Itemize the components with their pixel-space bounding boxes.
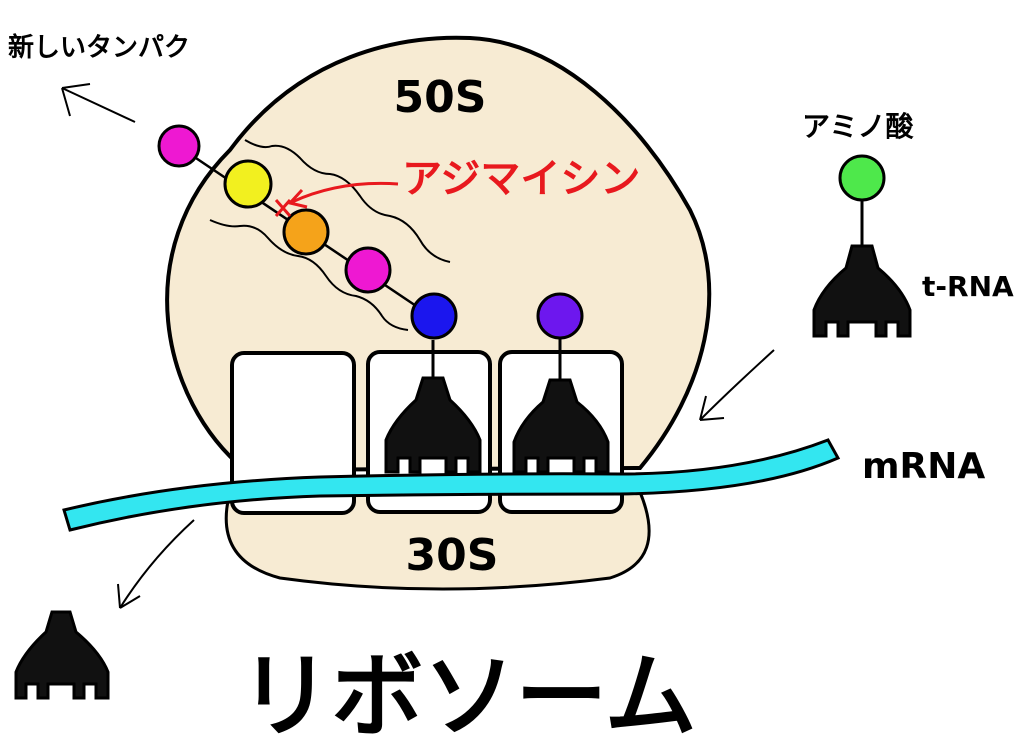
amino-acid-1 (157, 124, 201, 168)
azithromycin-arrow (291, 181, 399, 204)
small-subunit-label: 30S (406, 530, 499, 581)
azithromycin-arrowhead-icon (287, 188, 308, 209)
e-site-box (230, 351, 356, 515)
release-arrow (117, 519, 195, 609)
exit-arrow (61, 83, 136, 123)
a-site-amino-acid (536, 292, 584, 340)
azithromycin-label: アジマイシン (402, 156, 640, 202)
diagram-title: リボソーム (239, 643, 696, 750)
trna-label: t-RNA (922, 270, 1014, 303)
incoming-arrow (699, 349, 775, 421)
incoming-trna (812, 244, 912, 338)
amino-acid-3 (282, 208, 330, 256)
large-subunit-label: 50S (394, 72, 487, 123)
mrna-label: mRNA (862, 446, 985, 487)
exit-tunnel-upper-wall (244, 139, 451, 263)
block-cross-icon (274, 199, 292, 217)
incoming-amino-acid (838, 154, 886, 202)
mrna-strand (62, 438, 841, 532)
amino-acid-label: アミノ酸 (802, 110, 914, 143)
amino-acid-2 (223, 159, 273, 209)
a-site-trna (512, 378, 610, 474)
new-protein-label: 新しいタンパク (8, 32, 190, 63)
exit-tunnel-lower-wall (209, 219, 409, 331)
amino-acid-5 (410, 292, 458, 340)
p-site-trna (384, 376, 482, 474)
small-subunit-30s (224, 490, 651, 591)
released-trna (14, 610, 110, 700)
amino-acid-4 (344, 246, 392, 294)
